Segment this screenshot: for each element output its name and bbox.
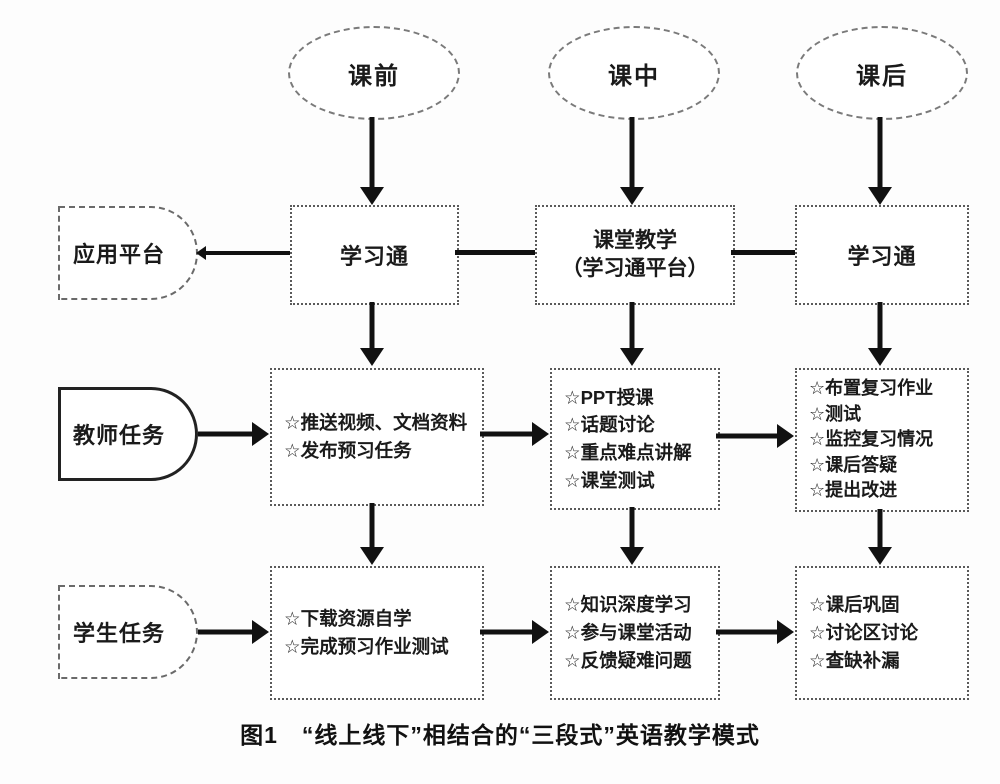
arrow-platform1-to-label: [196, 246, 290, 260]
task-item: ☆参与课堂活动: [564, 622, 692, 644]
stage-label: 课前: [348, 62, 400, 90]
row-label-application-platform: 应用平台: [58, 206, 198, 300]
task-item: ☆发布预习任务: [284, 440, 412, 461]
task-item: ☆布置复习作业: [809, 378, 934, 399]
teacher-task-box-during: ☆PPT授课 ☆话题讨论 ☆重点难点讲解 ☆课堂测试: [550, 368, 720, 510]
task-item: ☆话题讨论: [564, 414, 655, 436]
task-item: ☆监控复习情况: [809, 429, 934, 450]
platform-box-xuexitong-1: 学习通: [290, 205, 459, 305]
connector-platform2-platform3: [731, 250, 795, 255]
platform-box-classroom-teaching: 课堂教学 （学习通平台）: [535, 205, 735, 305]
stage-ellipse-before-class: 课前: [288, 26, 460, 120]
stage-label: 课中: [608, 62, 660, 90]
platform-box-xuexitong-2: 学习通: [795, 205, 969, 305]
task-item: ☆测试: [809, 403, 862, 424]
arrow-teacher3-to-student3: [868, 509, 892, 565]
arrow-teacher1-to-teacher2: [480, 422, 549, 446]
platform-box-text-line2: （学习通平台）: [561, 257, 709, 280]
student-task-box-after: ☆课后巩固 ☆讨论区讨论 ☆查缺补漏: [795, 566, 969, 700]
task-item: ☆重点难点讲解: [564, 442, 692, 463]
platform-box-text-line1: 课堂教学: [593, 228, 677, 252]
connector-platform1-platform2: [455, 250, 535, 255]
task-item: ☆讨论区讨论: [809, 622, 919, 644]
arrow-platform1-to-teacher1: [360, 302, 384, 366]
task-item: ☆课后答疑: [809, 454, 898, 475]
task-item: ☆查缺补漏: [809, 649, 900, 671]
platform-box-text: 学习通: [847, 244, 917, 269]
arrow-teacherlabel-to-teacher1: [198, 422, 269, 446]
arrow-student2-to-student3: [716, 620, 794, 644]
task-item: ☆课后巩固: [809, 594, 900, 616]
arrow-platform3-to-teacher3: [868, 302, 892, 366]
arrow-stage1-to-platform1: [360, 117, 384, 205]
task-item: ☆反馈疑难问题: [564, 649, 692, 671]
arrow-stage3-to-platform3: [868, 117, 892, 205]
arrow-teacher2-to-student2: [620, 507, 644, 565]
student-task-box-during: ☆知识深度学习 ☆参与课堂活动 ☆反馈疑难问题: [550, 566, 720, 700]
arrow-teacher1-to-student1: [360, 503, 384, 565]
row-label-teacher-tasks: 教师任务: [58, 387, 198, 481]
task-item: ☆PPT授课: [564, 386, 654, 408]
platform-box-text: 学习通: [339, 244, 409, 269]
arrow-stage2-to-platform2: [620, 117, 644, 205]
teacher-task-box-after: ☆布置复习作业 ☆测试 ☆监控复习情况 ☆课后答疑 ☆提出改进: [795, 368, 969, 512]
arrow-teacher2-to-teacher3: [716, 424, 794, 448]
task-item: ☆下载资源自学: [284, 608, 412, 630]
stage-ellipse-after-class: 课后: [796, 26, 968, 120]
arrow-studentlabel-to-student1: [198, 620, 269, 644]
arrow-student1-to-student2: [480, 620, 549, 644]
row-label-text: 学生任务: [72, 621, 165, 646]
stage-ellipse-in-class: 课中: [548, 26, 720, 120]
task-item: ☆提出改进: [809, 480, 898, 501]
stage-label: 课后: [856, 62, 908, 90]
row-label-text: 应用平台: [72, 242, 165, 267]
row-label-student-tasks: 学生任务: [58, 585, 198, 679]
task-item: ☆课堂测试: [564, 469, 655, 491]
task-item: ☆知识深度学习: [564, 594, 692, 616]
task-item: ☆完成预习作业测试: [284, 636, 449, 657]
row-label-text: 教师任务: [72, 423, 165, 448]
student-task-box-before: ☆下载资源自学 ☆完成预习作业测试: [270, 566, 484, 700]
teacher-task-box-before: ☆推送视频、文档资料 ☆发布预习任务: [270, 368, 484, 506]
figure-caption: 图1 “线上线下”相结合的“三段式”英语教学模式: [240, 722, 760, 748]
arrow-platform2-to-teacher2: [620, 302, 644, 366]
task-item: ☆推送视频、文档资料: [284, 412, 468, 434]
